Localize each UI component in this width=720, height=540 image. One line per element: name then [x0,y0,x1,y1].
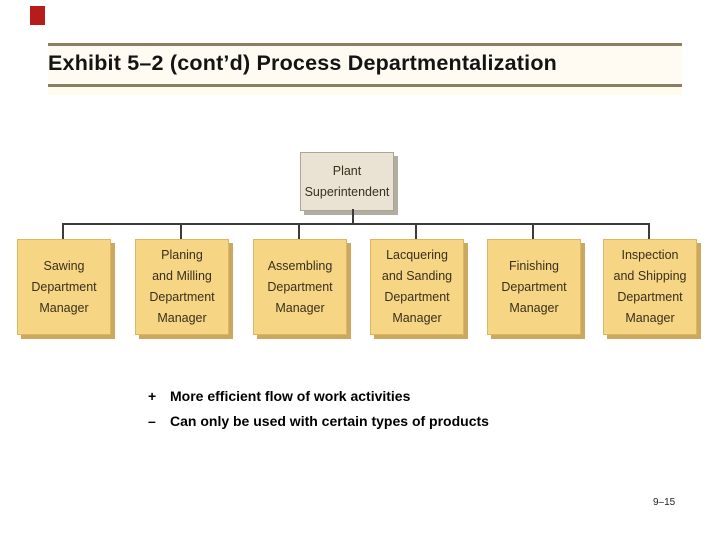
page-number: 9–15 [653,497,676,508]
org-node-label: Planing and Milling Department Manager [149,248,215,325]
bullet-item-pro: + More efficient flow of work activities [148,383,489,408]
bullet-text: Can only be used with certain types of p… [170,412,489,429]
org-node-label: Sawing Department Manager [31,258,97,315]
org-node-label: Lacquering and Sanding Department Manage… [381,248,453,325]
connector-horizontal-line [63,223,649,225]
org-node-label: Finishing Department Manager [501,258,567,315]
connector-stub [298,223,300,239]
org-node-lacquering-and-sanding: Lacquering and Sanding Department Manage… [370,239,464,335]
title-rule-top [48,43,682,46]
org-node-inspection-and-shipping: Inspection and Shipping Department Manag… [603,239,697,335]
org-node-label: Inspection and Shipping Department Manag… [613,248,687,325]
slide-title: Exhibit 5–2 (cont’d) Process Departmenta… [48,51,557,75]
org-node-planing-and-milling: Planing and Milling Department Manager [135,239,229,335]
minus-bullet-marker: – [148,412,156,429]
connector-stub [62,223,64,239]
org-node-assembling: Assembling Department Manager [253,239,347,335]
org-node-finishing: Finishing Department Manager [487,239,581,335]
org-node-plant-superintendent: Plant Superintendent [300,152,394,211]
slide-accent-red-square [30,6,45,25]
bullet-text: More efficient flow of work activities [170,387,411,404]
connector-stub [180,223,182,239]
title-background-band [48,46,682,84]
connector-stub [415,223,417,239]
bullet-list: + More efficient flow of work activities… [148,383,489,433]
title-underline-band [48,87,682,95]
connector-stub [648,223,650,239]
connector-root-drop [352,209,354,223]
org-node-sawing: Sawing Department Manager [17,239,111,335]
plus-bullet-marker: + [148,387,157,404]
connector-stub [532,223,534,239]
org-node-label: Assembling Department Manager [267,258,333,315]
org-node-label: Plant Superintendent [304,163,390,199]
bullet-item-con: – Can only be used with certain types of… [148,408,489,433]
title-rule-bottom [48,84,682,87]
